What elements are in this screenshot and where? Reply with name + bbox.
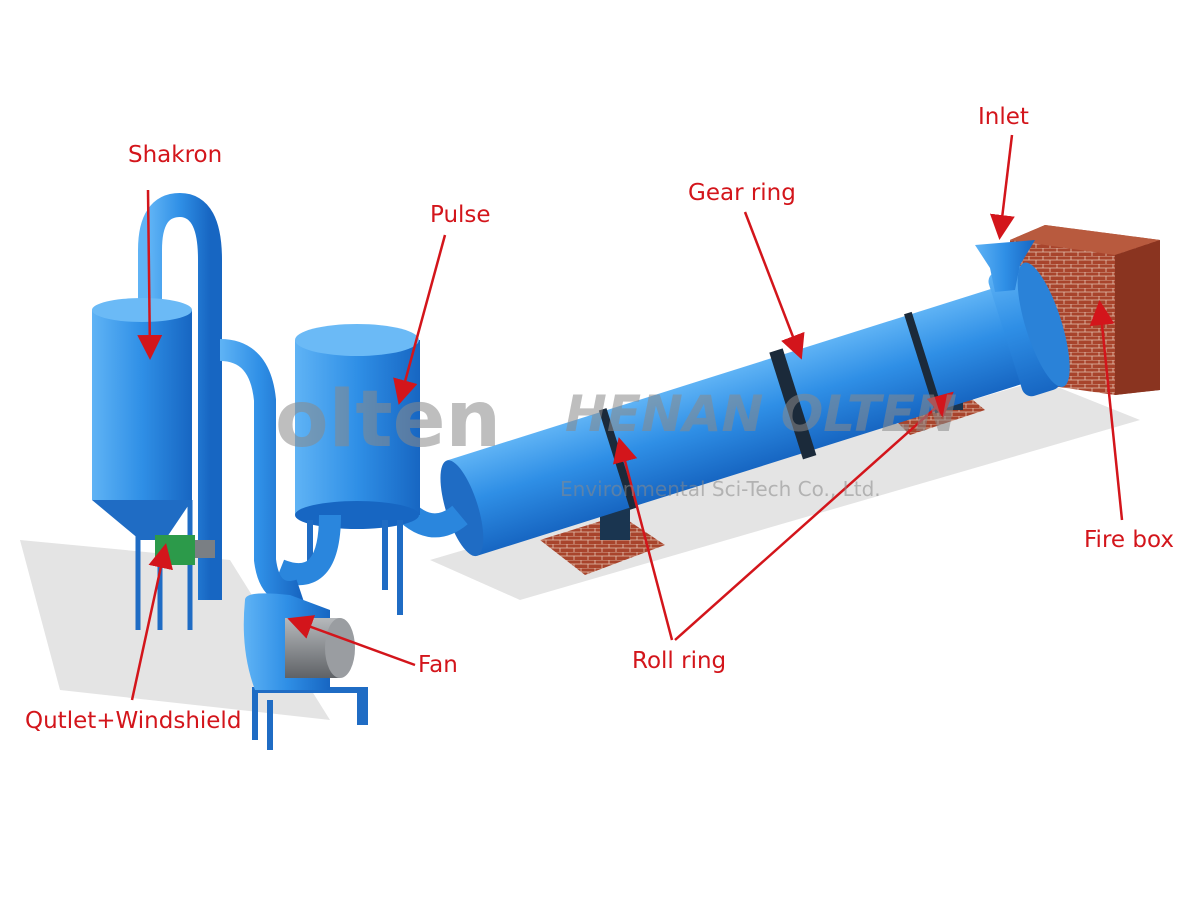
label-pulse: Pulse <box>430 202 491 228</box>
label-shakron: Shakron <box>128 142 223 168</box>
roll-ring-right <box>904 311 943 414</box>
fan <box>243 593 368 750</box>
watermark-company: HENAN OLTEN <box>565 385 957 443</box>
label-fire-box: Fire box <box>1084 527 1174 553</box>
label-roll-ring: Roll ring <box>632 648 727 674</box>
ducting <box>138 192 304 603</box>
pulse-tank <box>275 324 420 615</box>
callout-arrows <box>130 134 1124 701</box>
watermark-logo: olten <box>275 375 502 465</box>
label-gear-ring: Gear ring <box>688 180 796 206</box>
gear-ring <box>769 348 817 460</box>
watermark-subtitle: Environmental Sci-Tech Co., Ltd. <box>560 477 881 501</box>
rotary-drum <box>440 262 1070 557</box>
label-fan: Fan <box>418 652 458 678</box>
label-outlet-windshield: Qutlet+Windshield <box>25 708 242 734</box>
outlet-windshield <box>155 535 195 565</box>
inlet-hopper <box>975 240 1035 292</box>
label-inlet: Inlet <box>978 104 1029 130</box>
